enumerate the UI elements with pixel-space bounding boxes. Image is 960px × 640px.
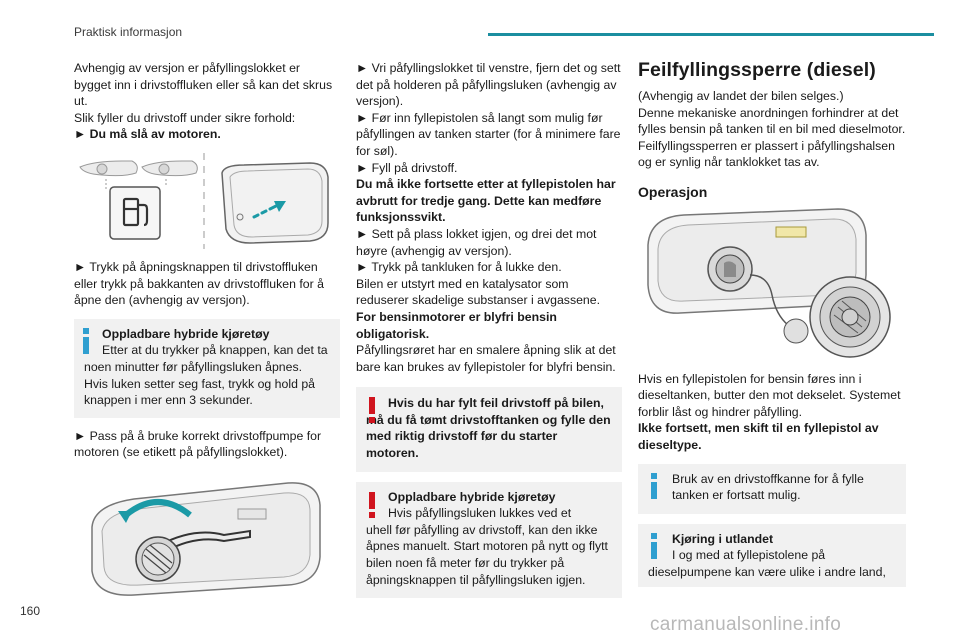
instruction-step: ► Du må slå av motoren. <box>74 127 221 142</box>
paragraph: Hvis en fyllepistolen for bensin føres i… <box>638 371 901 419</box>
warning-note-wrong-fuel: Hvis du har fylt feil drivstoff på bilen… <box>356 387 622 472</box>
column-3: Feilfyllingssperre (diesel) (Avhengig av… <box>638 59 906 597</box>
info-icon <box>651 532 657 559</box>
note-text: uhell før påfylling av drivstoff, kan de… <box>366 522 608 587</box>
page-number: 160 <box>20 604 41 618</box>
instruction-step: ► Pass på å bruke korrekt drivstoffpumpe… <box>74 428 322 460</box>
instruction-step: ► Før inn fyllepistolen så langt som mul… <box>356 110 621 158</box>
watermark: carmanualsonline.info <box>650 614 842 635</box>
fuel-pump-icon <box>122 197 149 227</box>
info-note-fuel-can: Bruk av en drivstoffkanne for å fylle ta… <box>638 463 906 514</box>
note-text: Bruk av en drivstoffkanne for å fylle ta… <box>672 471 864 503</box>
info-note-hybrid: Oppladbare hybride kjøretøy Etter at du … <box>74 318 340 418</box>
info-icon <box>83 327 89 354</box>
paragraph: Bilen er utstyrt med en katalysator som … <box>356 276 601 308</box>
paragraph: (Avhengig av landet der bilen selges.) <box>638 89 844 103</box>
note-title: Oppladbare hybride kjøretøy <box>388 489 556 504</box>
warning-icon <box>369 397 375 424</box>
column-1: Avhengig av versjon er påfyllingslokket … <box>74 60 340 603</box>
instruction-step: ► Trykk på åpningsknappen til drivstoffl… <box>74 259 324 308</box>
paragraph: Avhengig av versjon er påfyllingslokket … <box>74 61 333 109</box>
fuel-flap-illustration <box>74 147 340 253</box>
instruction-step: ► Sett på plass lokket igjen, og drei de… <box>356 226 597 258</box>
instruction-step: ► Trykk på tankluken for å lukke den. <box>356 260 562 275</box>
info-icon <box>651 472 657 499</box>
instruction-step: ► Fyll på drivstoff. <box>356 160 458 175</box>
paragraph: Denne mekaniske anordningen forhindrer a… <box>638 105 906 170</box>
instruction-step: ► Vri påfyllingslokket til venstre, fjer… <box>356 61 621 109</box>
note-text: dieselpumpene kan være ulike i andre lan… <box>648 564 886 579</box>
info-note-abroad: Kjøring i utlandet I og med at fyllepist… <box>638 523 906 587</box>
paragraph-emphasis: Ikke fortsett, men skift til en fyllepis… <box>638 421 879 452</box>
instruction-warning: Du må ikke fortsette etter at fyllepisto… <box>356 177 616 225</box>
header-accent-bar <box>488 33 934 36</box>
fuel-cap-illustration <box>74 475 340 603</box>
section-subtitle: Operasjon <box>638 183 708 200</box>
note-text: Hvis påfyllingsluken lukkes ved et <box>388 506 572 521</box>
note-title: Kjøring i utlandet <box>672 531 774 546</box>
note-text: Hvis luken setter seg fast, trykk og hol… <box>84 376 316 408</box>
paragraph-emphasis: For bensinmotorer er blyfri bensin oblig… <box>356 309 557 341</box>
running-header: Praktisk informasjon <box>74 25 183 39</box>
warning-note-hybrid: Oppladbare hybride kjøretøy Hvis påfylli… <box>356 481 622 599</box>
diesel-misfuel-device-illustration <box>638 205 906 363</box>
note-text: I og med at fyllepistolene på <box>672 548 826 563</box>
note-text: Etter at du trykker på knappen, kan det … <box>84 343 328 374</box>
warning-text: Hvis du har fylt feil drivstoff på bilen… <box>366 396 611 461</box>
warning-icon <box>369 491 375 518</box>
paragraph: Slik fyller du drivstoff under sikre for… <box>74 110 296 125</box>
column-2: ► Vri påfyllingslokket til venstre, fjer… <box>356 60 622 608</box>
note-title: Oppladbare hybride kjøretøy <box>102 326 270 341</box>
section-title: Feilfyllingssperre (diesel) <box>638 59 876 81</box>
paragraph: Påfyllingsrøret har en smalere åpning sl… <box>356 343 616 374</box>
